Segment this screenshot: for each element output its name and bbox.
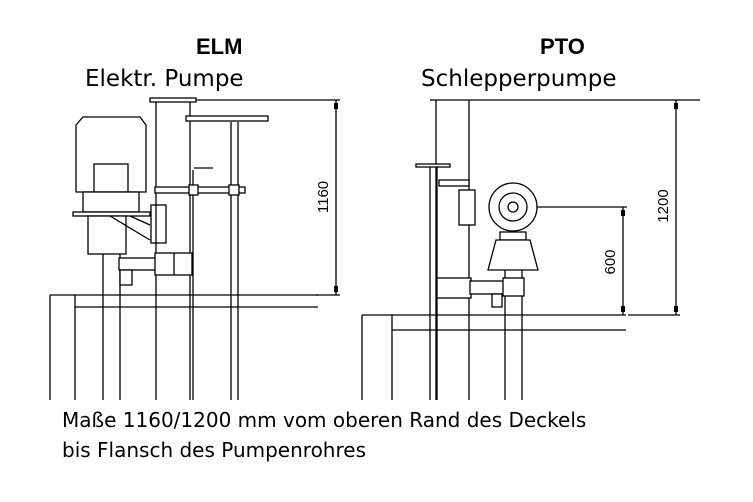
elm-motor [72, 116, 167, 255]
pto-pipes [415, 99, 700, 400]
pto-name-label: Schlepperpumpe [421, 66, 617, 92]
elm-code-label: ELM [196, 34, 243, 59]
pto-dimensions [537, 100, 680, 316]
pto-pump-drawing [361, 99, 700, 400]
note-line-2: bis Flansch des Pumpenrohres [62, 438, 366, 462]
pto-code-label: PTO [540, 34, 585, 59]
elm-pump-drawing [49, 97, 340, 400]
elm-name-label: Elektr. Pumpe [85, 66, 244, 92]
elm-tank [49, 294, 318, 400]
elm-pipes [102, 97, 269, 400]
pto-gearbox [487, 182, 539, 271]
pto-dimension-gearbox-label: 600 [602, 249, 619, 274]
elm-dimension-1160 [196, 99, 340, 296]
elm-dimension-label: 1160 [315, 181, 332, 213]
pto-tank [361, 314, 626, 400]
pto-dimension-total-label: 1200 [655, 189, 672, 222]
note-line-1: Maße 1160/1200 mm vom oberen Rand des De… [62, 408, 587, 432]
